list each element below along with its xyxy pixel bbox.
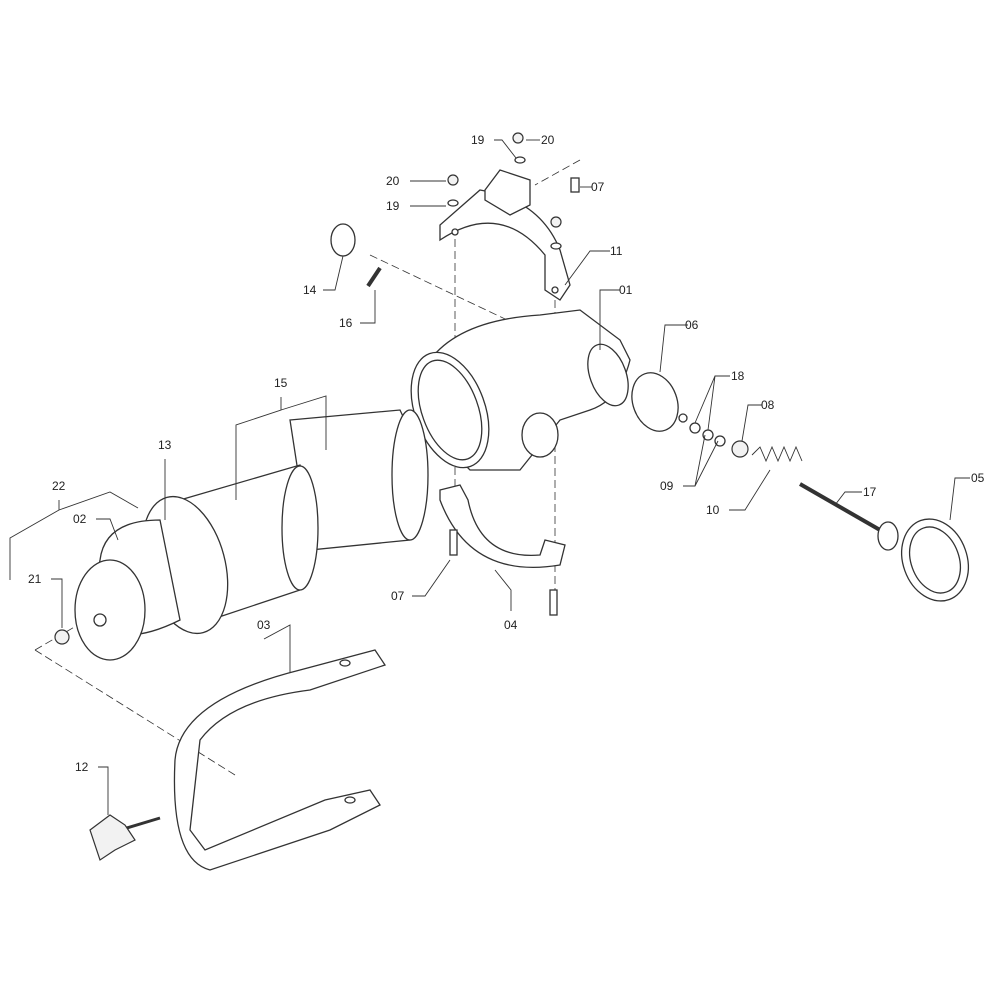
callout-19: 19 <box>471 133 485 147</box>
upper-bracket <box>439 169 571 301</box>
callout-14: 14 <box>303 283 317 297</box>
housing <box>410 309 631 471</box>
callout-06: 06 <box>685 318 699 332</box>
nuts-washers <box>447 132 580 250</box>
axis-line <box>34 649 236 776</box>
callout-19: 19 <box>386 199 400 213</box>
lower-clamp <box>439 484 566 616</box>
knob <box>89 814 161 861</box>
callout-08: 08 <box>761 398 775 412</box>
valve <box>799 482 899 551</box>
callout-07: 07 <box>591 180 605 194</box>
callout-20: 20 <box>386 174 400 188</box>
callout-13: 13 <box>158 438 172 452</box>
callout-03: 03 <box>257 618 271 632</box>
callout-12: 12 <box>75 760 89 774</box>
callout-01: 01 <box>619 283 633 297</box>
callout-16: 16 <box>339 316 353 330</box>
pin <box>366 266 382 288</box>
callout-04: 04 <box>504 618 518 632</box>
mounting-strap <box>173 649 387 871</box>
o-ring <box>330 223 356 257</box>
cover <box>74 495 229 661</box>
callout-05: 05 <box>971 471 985 485</box>
callout-15: 15 <box>274 376 288 390</box>
seal-ring <box>631 372 679 432</box>
callout-07: 07 <box>391 589 405 603</box>
small-washers <box>678 413 749 458</box>
callout-22: 22 <box>52 479 66 493</box>
callout-10: 10 <box>706 503 720 517</box>
callout-02: 02 <box>73 512 87 526</box>
callout-17: 17 <box>863 485 877 499</box>
callout-18: 18 <box>731 369 745 383</box>
nut <box>54 629 70 645</box>
spring <box>751 445 803 463</box>
callout-11: 11 <box>610 244 623 258</box>
cap <box>901 518 969 602</box>
callout-20: 20 <box>541 133 555 147</box>
callout-09: 09 <box>660 479 674 493</box>
callout-21: 21 <box>28 572 42 586</box>
leader-lines <box>9 139 970 815</box>
axis-line <box>534 159 581 186</box>
